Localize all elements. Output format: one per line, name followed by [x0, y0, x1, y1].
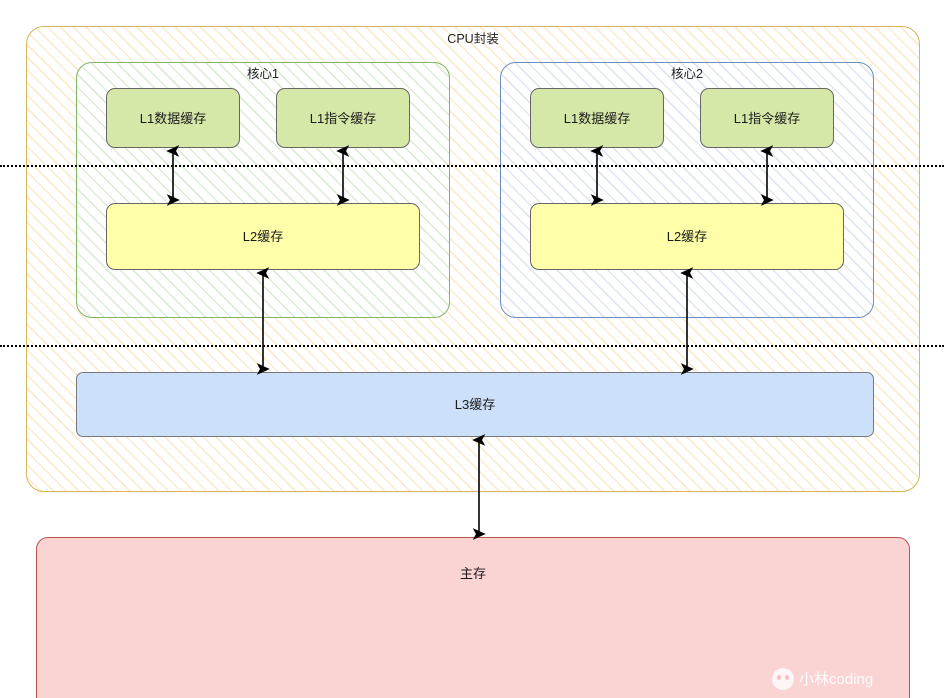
core-2-l2-cache-label: L2缓存 [666, 229, 708, 244]
core-2-l1-instruction-cache[interactable]: L1指令缓存 [700, 88, 834, 148]
core-1-l1-instruction-cache-label: L1指令缓存 [309, 110, 377, 126]
main-memory-label: 主存 [459, 566, 486, 581]
watermark: 小林coding [772, 668, 873, 690]
core-2-title: 核心2 [671, 67, 703, 81]
core-2-l2-cache[interactable]: L2缓存 [530, 203, 844, 270]
core-1-l2-cache[interactable]: L2缓存 [106, 203, 420, 270]
core-1-l1-instruction-cache[interactable]: L1指令缓存 [276, 88, 410, 148]
core-2-l1-data-cache-label: L1数据缓存 [563, 110, 631, 126]
core-l3-boundary-line [0, 345, 944, 347]
watermark-text: 小林coding [799, 670, 874, 688]
l3-cache-label: L3缓存 [454, 397, 496, 412]
core-2-l1-data-cache[interactable]: L1数据缓存 [530, 88, 664, 148]
core-2-l1-instruction-cache-label: L1指令缓存 [733, 110, 801, 126]
core-1-l1-data-cache-label: L1数据缓存 [139, 110, 207, 126]
core-1-l1-data-cache[interactable]: L1数据缓存 [106, 88, 240, 148]
core-1-l2-cache-label: L2缓存 [242, 229, 284, 244]
core-1-title: 核心1 [247, 67, 279, 81]
watermark-logo-icon [772, 668, 794, 690]
l3-cache[interactable]: L3缓存 [76, 372, 874, 437]
l1-l2-boundary-line [0, 165, 944, 167]
cpu-package-title: CPU封装 [447, 32, 499, 46]
